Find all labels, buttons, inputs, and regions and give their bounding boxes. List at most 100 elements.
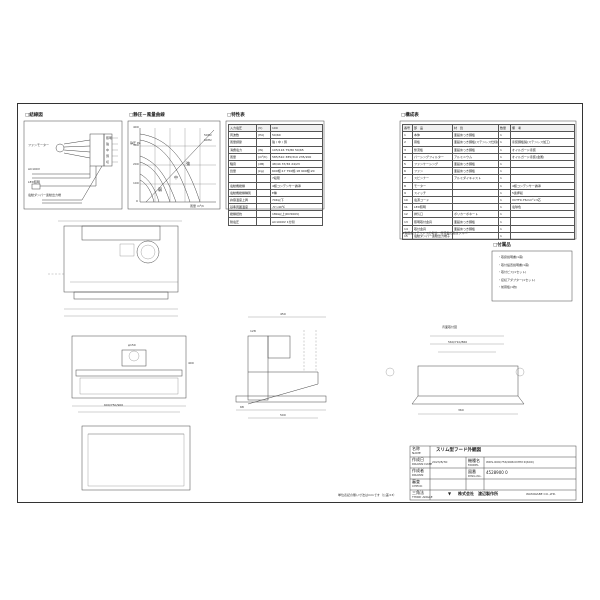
spec-cell: 騒音 [228,159,257,169]
title-model-sub: MODEL [468,463,479,467]
wiring-switch-label: 強 [106,142,110,146]
spec-cell: (dB) [256,159,271,169]
spec-cell: (V) [256,123,271,133]
spec-cell: 基準周囲温度 [228,203,257,212]
pressure-legend-50hz: 50Hz [204,133,212,137]
parts-cell: 電源コード [412,195,453,205]
spec-cell: 風量 [228,152,257,161]
spec-cell: 7段階 [270,174,323,183]
parts-cell: 整流板 [412,145,453,154]
spec-row: 消費電力(W)105/116 75/80 50/65 [228,145,323,154]
parts-cell: VCTF0.75mm²×3芯 [510,195,575,205]
parts-cell: 12 [402,210,413,219]
dim-128: 128 [250,329,256,333]
title-drawn-label: 作成者 [412,468,424,473]
wiring-ac100v-label: AC100V [28,167,40,171]
parts-cell [510,224,575,233]
parts-cell: 4極コンデンサー誘導 [510,181,575,190]
section-title-pressure: □静圧－風量曲線 [129,113,165,118]
title-scale-label: 三角法 [412,490,424,495]
parts-cell: 1 [498,231,511,241]
spec-cell: (W) [256,145,271,154]
bottom-view [71,335,187,413]
dim-side-depth: 500 [280,413,286,417]
company-name: 株式会社 渡辺製作所 [458,491,498,496]
wiring-damper-label: 電動ダンパー連動出力端 [28,193,62,197]
spec-cell: 消費電力 [228,145,257,154]
parts-cell: スピンナー [412,174,453,183]
pressure-legend-60hz: 60Hz [204,138,212,142]
parts-cell: 本体 [412,131,453,140]
title-name-label: 名称 [412,446,420,451]
parts-cell: 5 [402,159,413,169]
parts-cell [510,174,575,183]
rear-view [385,335,525,415]
parts-cell: ポリカーボネート [452,210,499,219]
spec-cell [256,188,271,197]
spec-cell: 周波数 [228,131,257,140]
spec-cell [256,210,271,219]
parts-cell: 亜鉛めっき鋼板 [452,145,499,154]
dim-height: 400 [188,361,194,365]
side-view [235,316,327,419]
dim-depth: 450 [280,312,286,316]
section-title-accessories: □付属品 [493,243,511,248]
parts-cell: 5連押釦 [510,188,575,197]
parts-cell [510,210,575,219]
parts-cell: モーター [412,181,453,190]
parts-cell: 6 [402,167,413,176]
pressure-curve-label-strong: 強 [186,161,190,166]
parts-cell: 排気口 [412,210,453,219]
parts-table-head: 番号 部 品 材 質 数量 備 考 [402,123,575,133]
front-view [48,220,182,317]
title-date-sub: DRAWN DATE [412,462,433,466]
parts-cell: 9 [402,188,413,197]
parts-cell: 4 [402,152,413,161]
spec-cell: 48/44 37/36 24/23 [270,159,323,169]
parts-cell: 11 [402,203,413,212]
spec-cell: 600幅:17 750幅:18 900幅:20 [270,167,323,176]
section-title-specs: □特性表 [227,113,245,118]
wiring-led-label: LED照明 [28,180,40,184]
spec-cell: 50/60 [270,131,323,140]
spec-cell: 絶縁抵抗 [228,210,257,219]
title-dwg-sub: DWG.No. [468,474,482,478]
parts-cell: 1 [498,152,511,161]
pressure-chart [139,128,216,203]
spec-cell: 入力電圧 [228,123,257,133]
spec-cell [256,203,271,212]
parts-cell: ファン [412,167,453,176]
spec-cell: 質量 [228,167,257,176]
spec-row: 騒音(dB)48/44 37/36 24/23 [228,159,323,169]
parts-cell: 1 [498,210,511,219]
parts-cell: 1 [402,131,413,140]
spec-cell: AC1000V 1分間 [270,217,323,226]
parts-head-cell: 数量 [498,123,511,133]
spec-cell: (m³/h) [256,152,271,161]
parts-cell: 1 [498,217,511,226]
parts-cell: アルミニウム [452,152,499,161]
parts-cell: 1 [498,181,511,190]
parts-head-cell: 備 考 [510,123,575,133]
dim-68: 68 [240,405,244,409]
spec-cell: (Hz) [256,131,271,140]
parts-cell: 1 [498,145,511,154]
parts-cell [452,203,499,212]
accessory-item: ・取付ビス(1セット) [498,270,527,274]
pressure-y-tick: 400 [133,125,139,129]
title-block-lines [409,445,577,501]
accessory-item: ・接続アダプター(1セット) [498,277,536,282]
parts-cell: パーシングフィルター [412,152,453,161]
parts-cell: 1 [498,131,511,140]
wiring-diagram [31,133,118,204]
spec-cell [256,195,271,205]
parts-cell: スイッチ [412,188,453,197]
parts-cell [452,195,499,205]
spec-cell: 許容温度上昇 [228,195,257,205]
parts-cell: オイルガード塗装 [510,145,575,154]
spec-row: 風量調節強 / 中 / 弱 [228,138,323,147]
rear-view-label: 背面取付図 [442,325,458,329]
